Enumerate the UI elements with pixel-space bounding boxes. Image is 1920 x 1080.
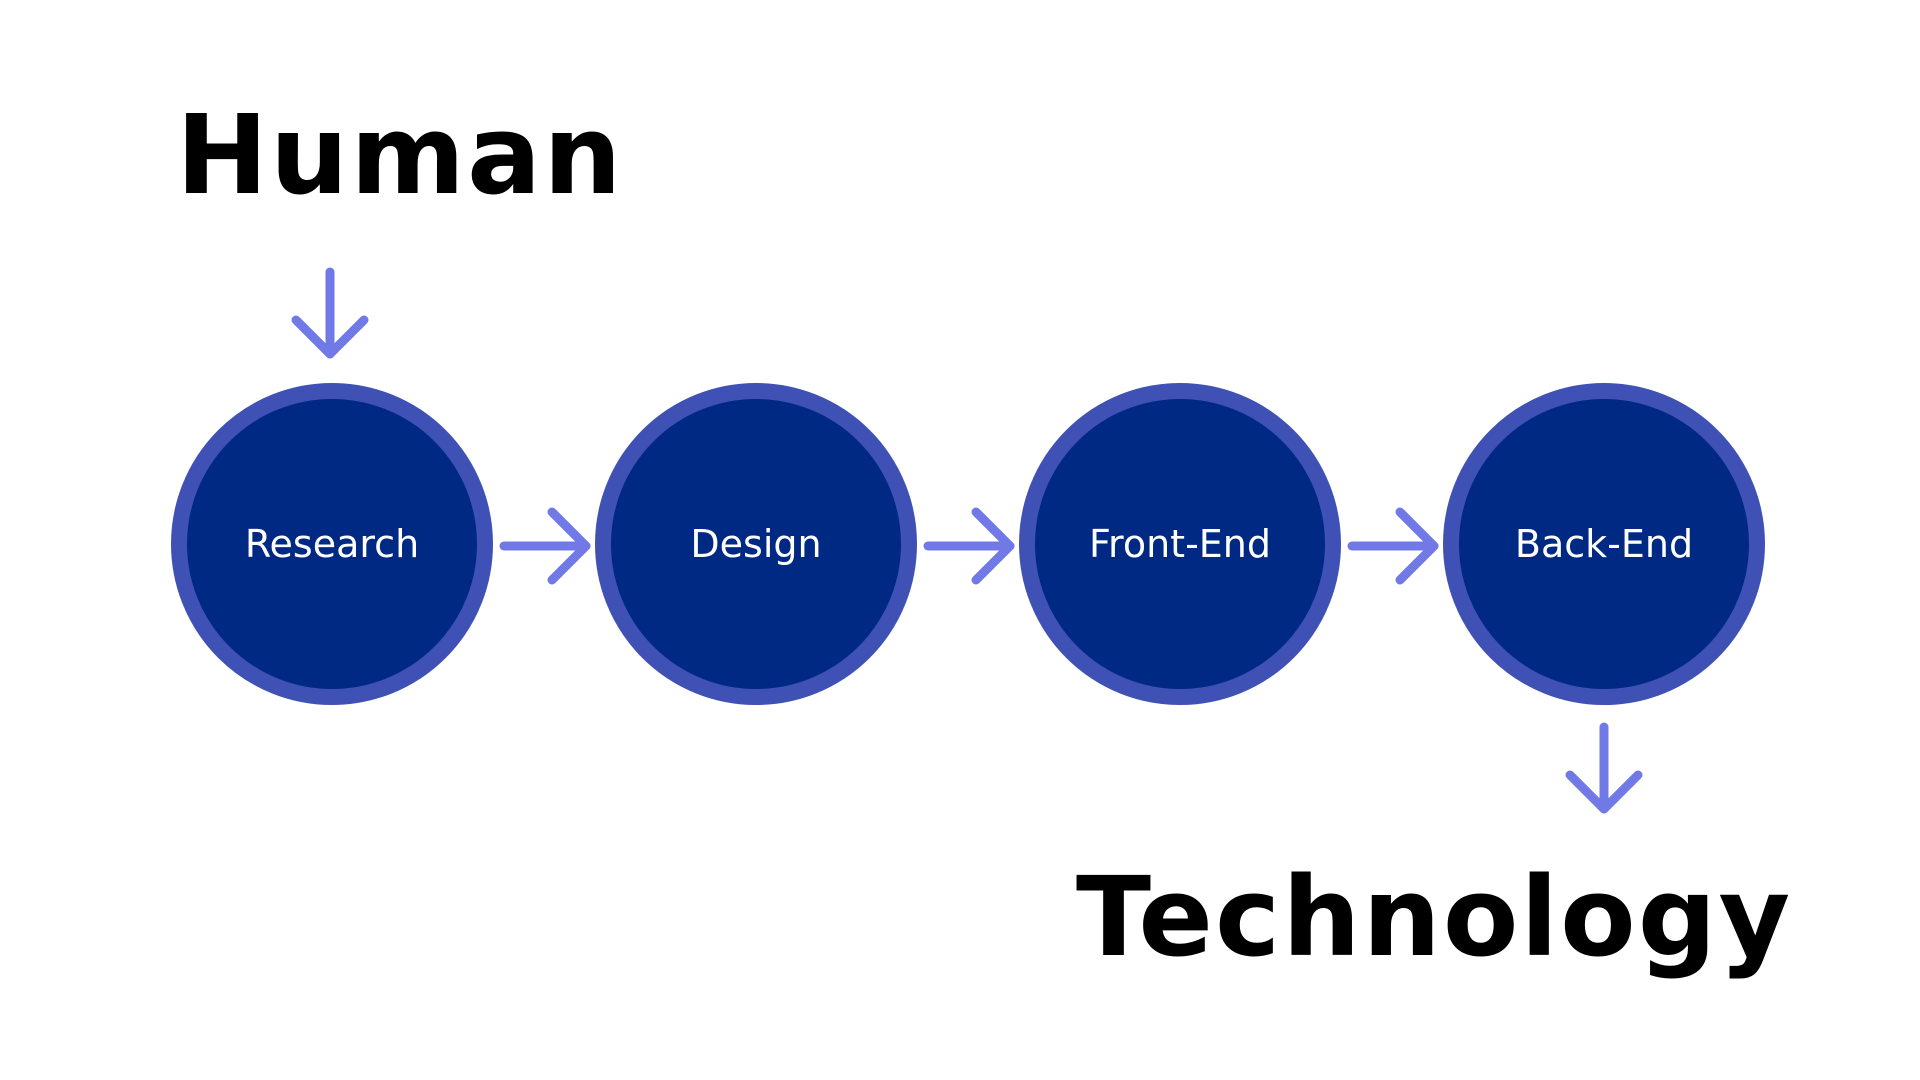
arrow-right-icon — [499, 507, 591, 585]
arrow-down-icon — [291, 267, 369, 359]
stage-research: Research — [171, 383, 493, 705]
stage-label: Front-End — [1088, 522, 1272, 566]
arrow-down-icon — [1565, 722, 1643, 814]
arrow-right-icon — [923, 507, 1015, 585]
stage-label: Research — [244, 522, 420, 566]
stage-front-end: Front-End — [1019, 383, 1341, 705]
stage-label: Design — [690, 522, 822, 566]
start-label: Human — [176, 91, 624, 219]
stage-design: Design — [595, 383, 917, 705]
arrow-right-icon — [1347, 507, 1439, 585]
end-label: Technology — [1076, 853, 1793, 981]
stage-back-end: Back-End — [1443, 383, 1765, 705]
stage-label: Back-End — [1514, 522, 1694, 566]
